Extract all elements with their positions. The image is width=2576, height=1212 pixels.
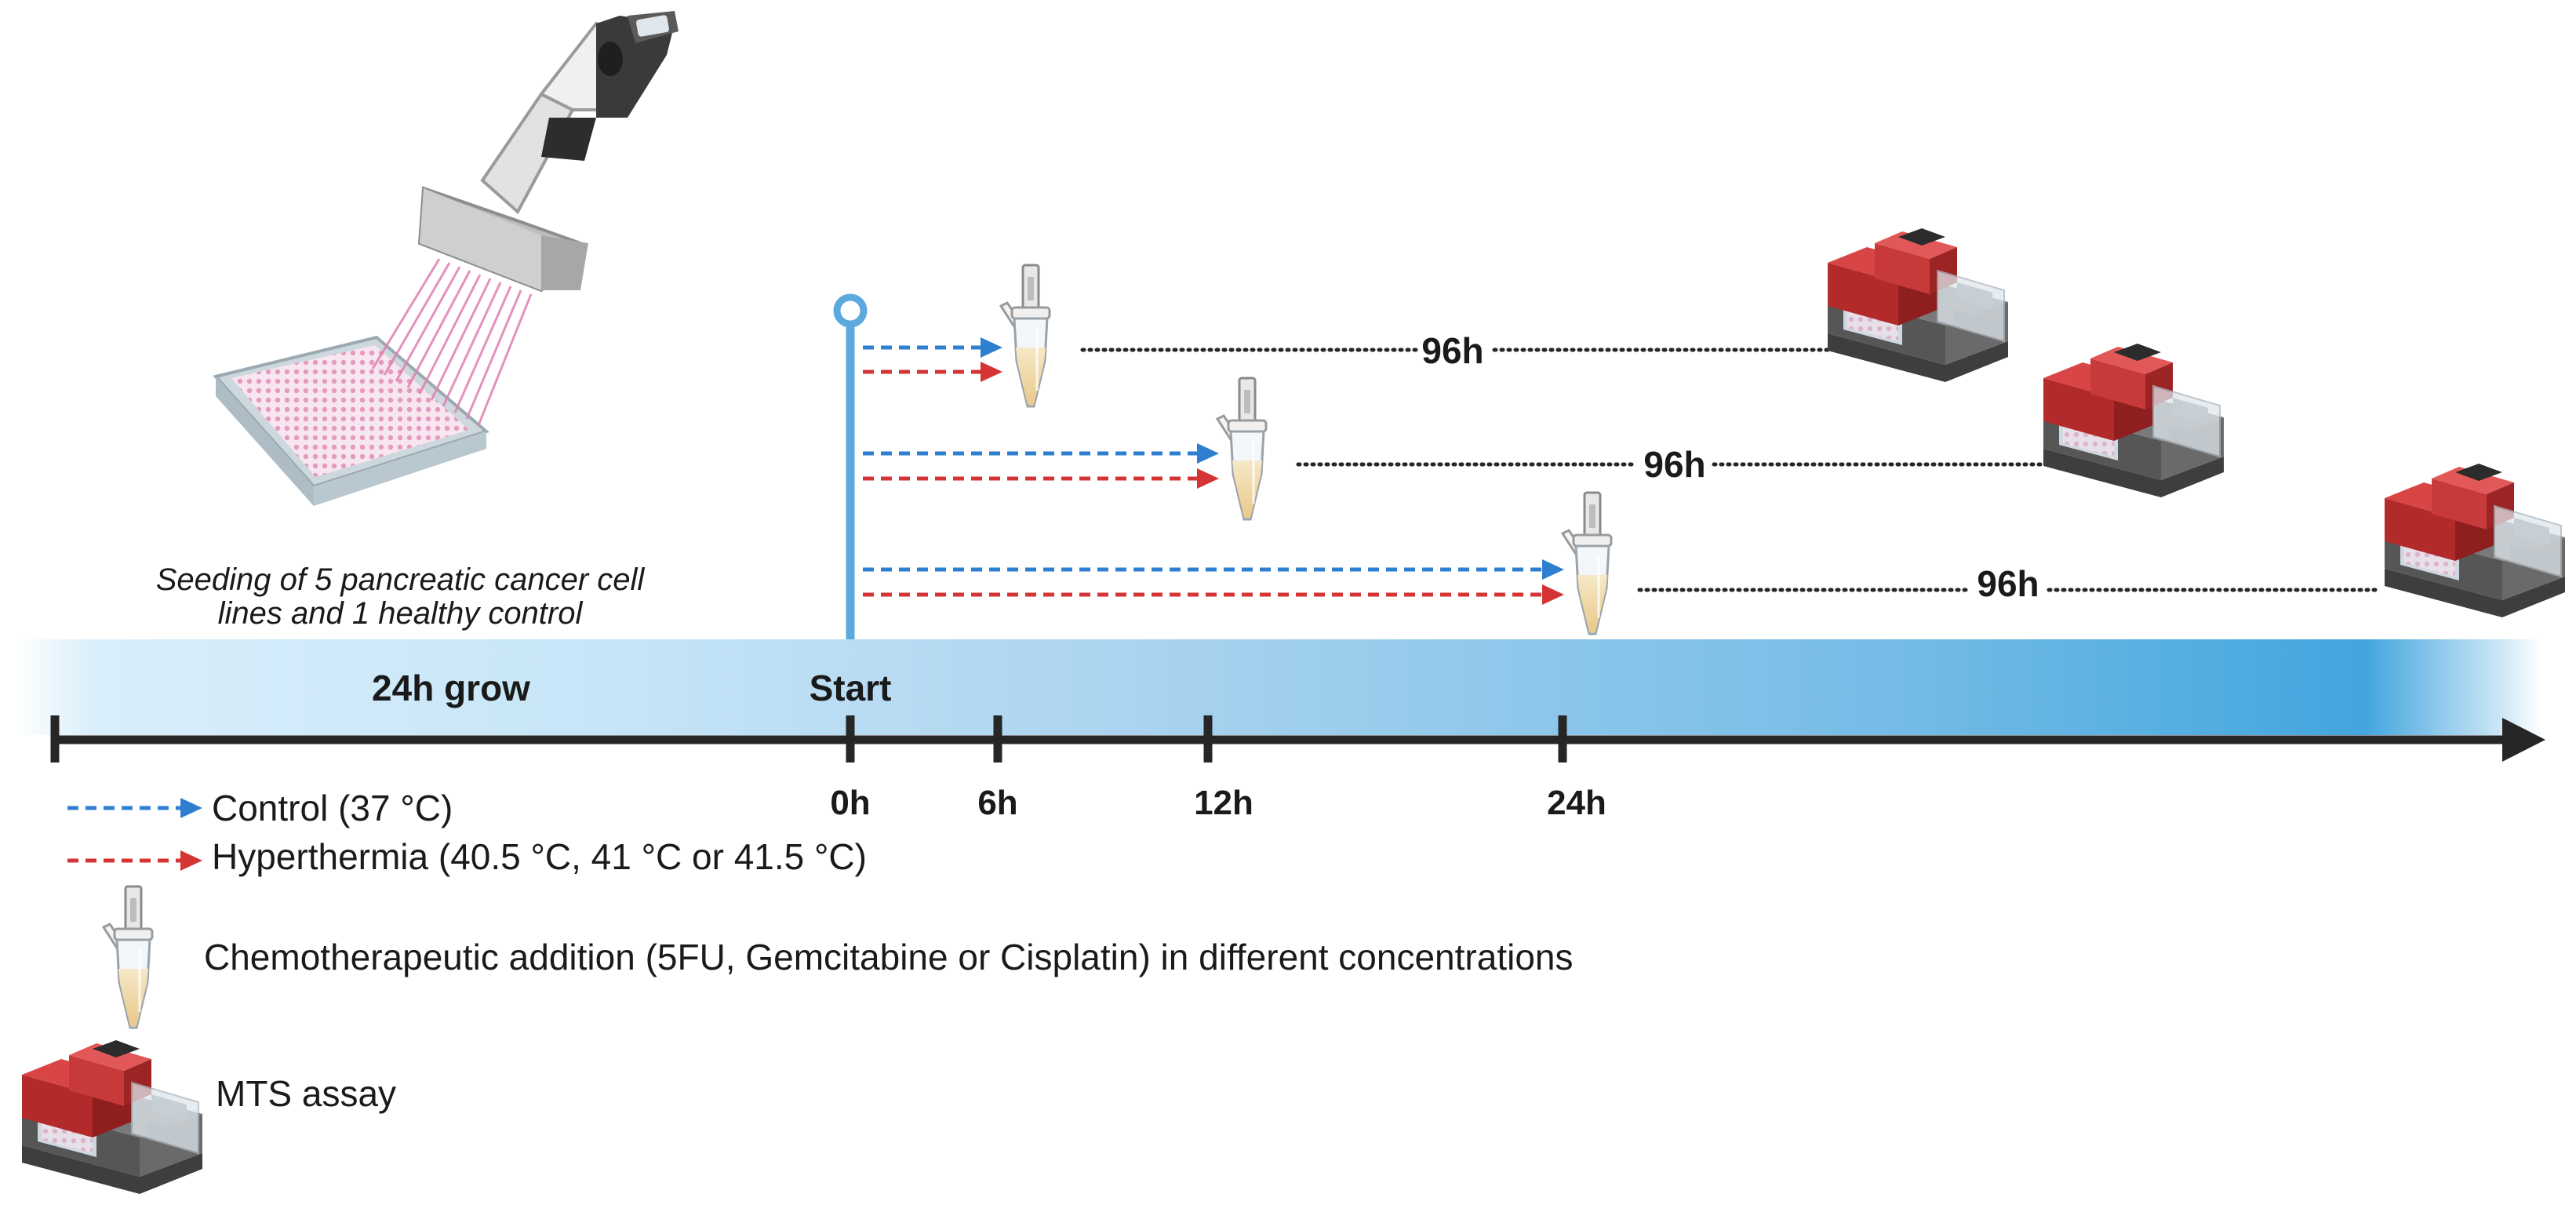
duration-label-row1: 96h: [1421, 330, 1483, 371]
duration-label-row2: 96h: [1643, 444, 1705, 485]
tube-icon: [1561, 491, 1613, 635]
legend-tube-icon: [102, 885, 154, 1029]
start-label: Start: [810, 668, 892, 708]
legend-control-label: Control (37 °C): [212, 788, 453, 828]
tick-label-6h: 6h: [977, 784, 1017, 822]
control-arrowhead: [1197, 443, 1219, 464]
mts-reader-icon: [2384, 463, 2566, 618]
start-marker-circle: [833, 293, 868, 328]
mts-reader-icon: [2043, 343, 2225, 498]
seeding-caption-line1: Seeding of 5 pancreatic cancer cell: [156, 562, 646, 597]
timeline-band: [16, 639, 2541, 735]
mts-reader-icon: [1827, 227, 2009, 383]
grow-period-label: 24h grow: [372, 668, 530, 708]
duration-label-row3: 96h: [1977, 563, 2039, 604]
hyperthermia-arrowhead: [1542, 584, 1564, 605]
control-arrowhead: [981, 337, 1002, 358]
tick-label-24h: 24h: [1547, 784, 1606, 822]
legend-hyperthermia-swatch: [67, 850, 202, 871]
treatment-row-12h: [863, 343, 2225, 521]
seeding-caption-line2: lines and 1 healthy control: [218, 596, 584, 631]
tube-icon: [1216, 377, 1268, 521]
hyperthermia-arrowhead: [1197, 468, 1219, 489]
tick-label-0h: 0h: [830, 784, 870, 822]
legend-mts-reader-icon: [21, 1039, 203, 1195]
legend-hyperthermia-label: Hyperthermia (40.5 °C, 41 °C or 41.5 °C): [212, 836, 867, 877]
hyperthermia-arrowhead: [981, 362, 1002, 382]
legend-mts-label: MTS assay: [216, 1073, 396, 1114]
treatment-row-24h: [863, 463, 2566, 635]
tube-icon: [999, 264, 1051, 408]
control-arrowhead: [1542, 559, 1564, 580]
legend: [21, 798, 203, 1195]
time-axis: [50, 715, 2545, 763]
axis-arrowhead: [2502, 718, 2545, 762]
tick-label-12h: 12h: [1194, 784, 1253, 822]
legend-chemo-label: Chemotherapeutic addition (5FU, Gemcitab…: [204, 937, 1573, 977]
legend-control-swatch: [67, 798, 202, 818]
pipette-well-plate-icon: [213, 11, 679, 506]
treatment-row-0h: [863, 227, 2009, 408]
